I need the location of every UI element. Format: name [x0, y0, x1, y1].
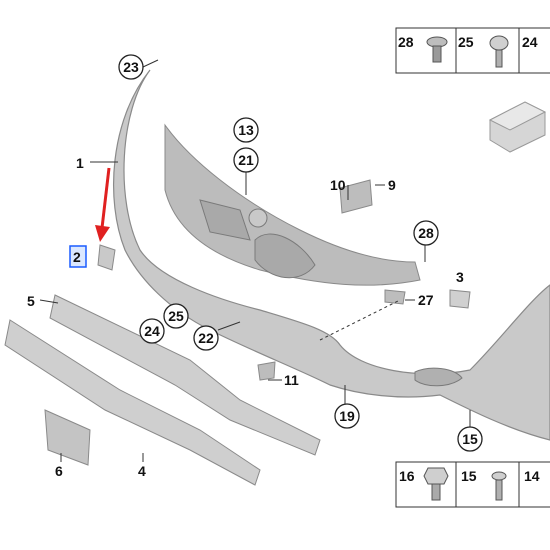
callout-22: 22	[193, 325, 219, 351]
red-arrow-icon	[95, 167, 111, 242]
bolt-icon-16	[423, 467, 449, 501]
lower-grilles	[4, 179, 471, 486]
label-2-highlight	[69, 245, 87, 268]
hardware-bottom-3: 14	[524, 468, 540, 484]
leader-lines	[39, 59, 471, 462]
label-1: 1	[76, 155, 84, 171]
bumper-cover	[113, 69, 550, 441]
hardware-bottom-1: 16	[399, 468, 415, 484]
screw-icon-25	[489, 35, 509, 68]
callout-15: 15	[457, 426, 483, 452]
svg-text:15: 15	[462, 431, 478, 447]
svg-text:21: 21	[238, 152, 254, 168]
label-4: 4	[138, 463, 146, 479]
callout-28: 28	[413, 220, 439, 246]
hardware-bottom-2: 15	[461, 468, 477, 484]
screw-icon-15	[491, 471, 507, 501]
hardware-box-bottom: 16 15 14	[395, 461, 550, 508]
callout-25: 25	[163, 303, 189, 329]
svg-text:23: 23	[123, 59, 139, 75]
svg-text:22: 22	[198, 330, 214, 346]
hardware-top-1: 28	[398, 34, 414, 50]
label-6: 6	[55, 463, 63, 479]
label-2: 2	[73, 249, 81, 265]
callout-19: 19	[334, 403, 360, 429]
hardware-top-3: 24	[522, 34, 538, 50]
callout-21: 21	[233, 147, 259, 173]
svg-text:13: 13	[238, 122, 254, 138]
svg-text:28: 28	[418, 225, 434, 241]
clip-icon-28	[426, 36, 448, 63]
label-3: 3	[456, 269, 464, 285]
label-11: 11	[284, 372, 299, 388]
svg-text:24: 24	[144, 323, 160, 339]
hardware-top-2: 25	[458, 34, 474, 50]
svg-text:25: 25	[168, 308, 184, 324]
svg-text:19: 19	[339, 408, 355, 424]
callout-24: 24	[139, 318, 165, 344]
label-10: 10	[330, 177, 346, 193]
callout-23: 23	[118, 54, 144, 80]
label-9: 9	[388, 177, 396, 193]
label-27: 27	[418, 292, 434, 308]
sensor-block	[488, 101, 547, 153]
hardware-box-top: 28 25 24	[395, 27, 550, 74]
label-5: 5	[27, 293, 35, 309]
callout-13: 13	[233, 117, 259, 143]
